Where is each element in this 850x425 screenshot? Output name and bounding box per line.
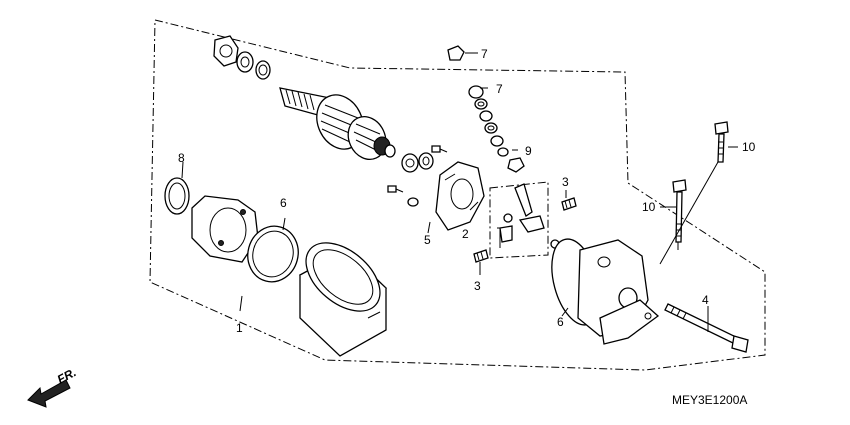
assembly-outline <box>149 19 766 371</box>
callout-3-lower: 3 <box>474 279 481 293</box>
callout-9: 9 <box>525 144 532 158</box>
carbon-brushes <box>473 197 577 263</box>
direction-label: FR. <box>55 365 79 386</box>
long-bolt <box>664 303 749 353</box>
armature <box>279 87 396 160</box>
callout-3-upper: 3 <box>562 175 569 189</box>
callout-6-left: 6 <box>280 196 287 210</box>
small-screws <box>387 145 448 193</box>
callout-10-left: 10 <box>642 200 656 214</box>
callout-5: 5 <box>424 233 431 247</box>
front-cover <box>164 177 259 263</box>
callout-leaders <box>181 52 738 332</box>
rear-cover <box>551 238 660 345</box>
shaft-washers <box>401 152 434 207</box>
yoke <box>298 242 388 357</box>
callout-6-right: 6 <box>557 315 564 329</box>
lock-plate-and-washers <box>213 35 271 80</box>
brush-holder <box>435 161 485 231</box>
callout-1: 1 <box>236 321 243 335</box>
callout-4: 4 <box>702 293 709 307</box>
callout-7-lower: 7 <box>496 82 503 96</box>
callout-7-upper: 7 <box>481 47 488 61</box>
diagram-code: MEY3E1200A <box>672 393 747 407</box>
callout-10-right: 10 <box>742 140 756 154</box>
callout-8: 8 <box>178 151 185 165</box>
terminal-brush-set <box>499 183 560 249</box>
o-ring-left <box>247 225 299 283</box>
callouts: 7 7 9 10 10 3 3 2 5 6 6 8 1 4 <box>178 47 756 335</box>
front-direction-indicator: FR. <box>27 365 79 408</box>
terminal-hardware-stack <box>447 45 525 173</box>
mounting-bolts <box>672 121 729 243</box>
callout-2: 2 <box>462 227 469 241</box>
